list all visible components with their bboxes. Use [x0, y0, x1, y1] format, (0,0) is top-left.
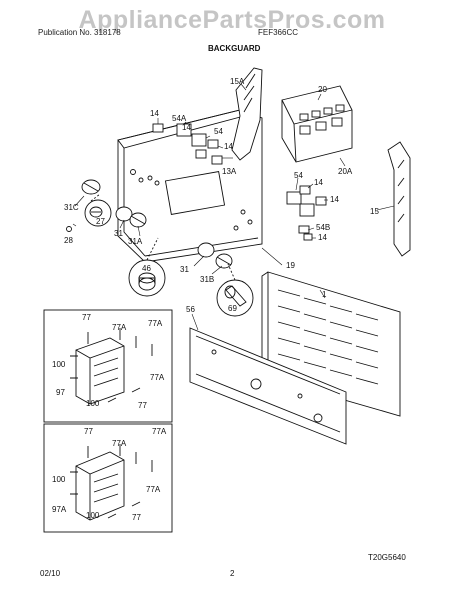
inset1-callout-77a: 77A	[150, 373, 165, 382]
inset2-callout-77: 77	[132, 513, 141, 522]
callout-31a: 31A	[128, 237, 143, 246]
inset2-callout-77: 77	[84, 427, 93, 436]
inset1-callout-97: 97	[56, 388, 65, 397]
footer-date: 02/10	[40, 569, 61, 578]
watermark: AppliancePartsPros.com	[78, 6, 386, 34]
callout-15a: 15A	[230, 77, 245, 86]
callout-labels: 14 54A 14 54 14 13A 15A 20 20A 31C 27 28…	[40, 77, 406, 578]
bracket-15a[interactable]	[231, 67, 263, 161]
section-title: BACKGUARD	[208, 44, 261, 53]
inset1-callout-100: 100	[52, 360, 66, 369]
leader-lines	[72, 83, 395, 331]
control-panel[interactable]	[117, 109, 263, 263]
callout-31: 31	[114, 229, 123, 238]
knob-detail-69[interactable]	[216, 263, 254, 317]
callout-14: 14	[318, 233, 327, 242]
callout-31: 31	[180, 265, 189, 274]
inset2-callout-77a: 77A	[112, 439, 127, 448]
knob-detail-46[interactable]	[128, 237, 166, 297]
callout-31b: 31B	[200, 275, 214, 284]
inset1-callout-77: 77	[82, 313, 91, 322]
callout-54: 54	[294, 171, 303, 180]
inset-wiring-detail-2[interactable]	[43, 423, 173, 533]
callout-56: 56	[186, 305, 195, 314]
callout-54: 54	[214, 127, 223, 136]
callout-20: 20	[318, 85, 327, 94]
knob-insert-detail[interactable]	[66, 193, 112, 232]
inset2-callout-97a: 97A	[52, 505, 67, 514]
callout-69: 69	[228, 304, 237, 313]
page-number: 2	[230, 569, 235, 578]
callout-15: 15	[370, 207, 379, 216]
callout-14: 14	[314, 178, 323, 187]
callout-14: 14	[224, 142, 233, 151]
inset1-callout-77a: 77A	[112, 323, 127, 332]
switch-clips[interactable]	[152, 123, 327, 241]
callout-54a: 54A	[172, 114, 187, 123]
inset2-callout-100: 100	[52, 475, 66, 484]
callout-46: 46	[142, 264, 151, 273]
inset2-callout-77a: 77A	[152, 427, 167, 436]
callout-1: 1	[322, 290, 327, 299]
inset1-callout-100: 100	[86, 399, 100, 408]
callout-20a: 20A	[338, 167, 353, 176]
display-window	[164, 171, 226, 215]
callout-14: 14	[150, 109, 159, 118]
callout-28: 28	[64, 236, 73, 245]
lower-cover-56[interactable]	[189, 327, 347, 445]
control-knobs[interactable]	[81, 179, 233, 269]
callout-31c: 31C	[64, 203, 79, 212]
inset-wiring-detail-1[interactable]	[43, 309, 173, 423]
inset1-callout-77a: 77A	[148, 319, 163, 328]
drawing-code: T20G5640	[368, 553, 406, 562]
side-trim-15[interactable]	[387, 141, 411, 257]
oven-control-board[interactable]	[281, 85, 353, 163]
callout-13a: 13A	[222, 167, 237, 176]
callout-27: 27	[96, 217, 105, 226]
inset2-callout-100: 100	[86, 511, 100, 520]
model-number: FEF366CC	[258, 28, 299, 37]
inset2-callout-77a: 77A	[146, 485, 161, 494]
publication-number: Publication No. 318178	[38, 28, 121, 37]
callout-14: 14	[182, 123, 191, 132]
callout-14: 14	[330, 195, 339, 204]
inset1-callout-77: 77	[138, 401, 147, 410]
callout-19: 19	[286, 261, 295, 270]
callout-54b: 54B	[316, 223, 330, 232]
